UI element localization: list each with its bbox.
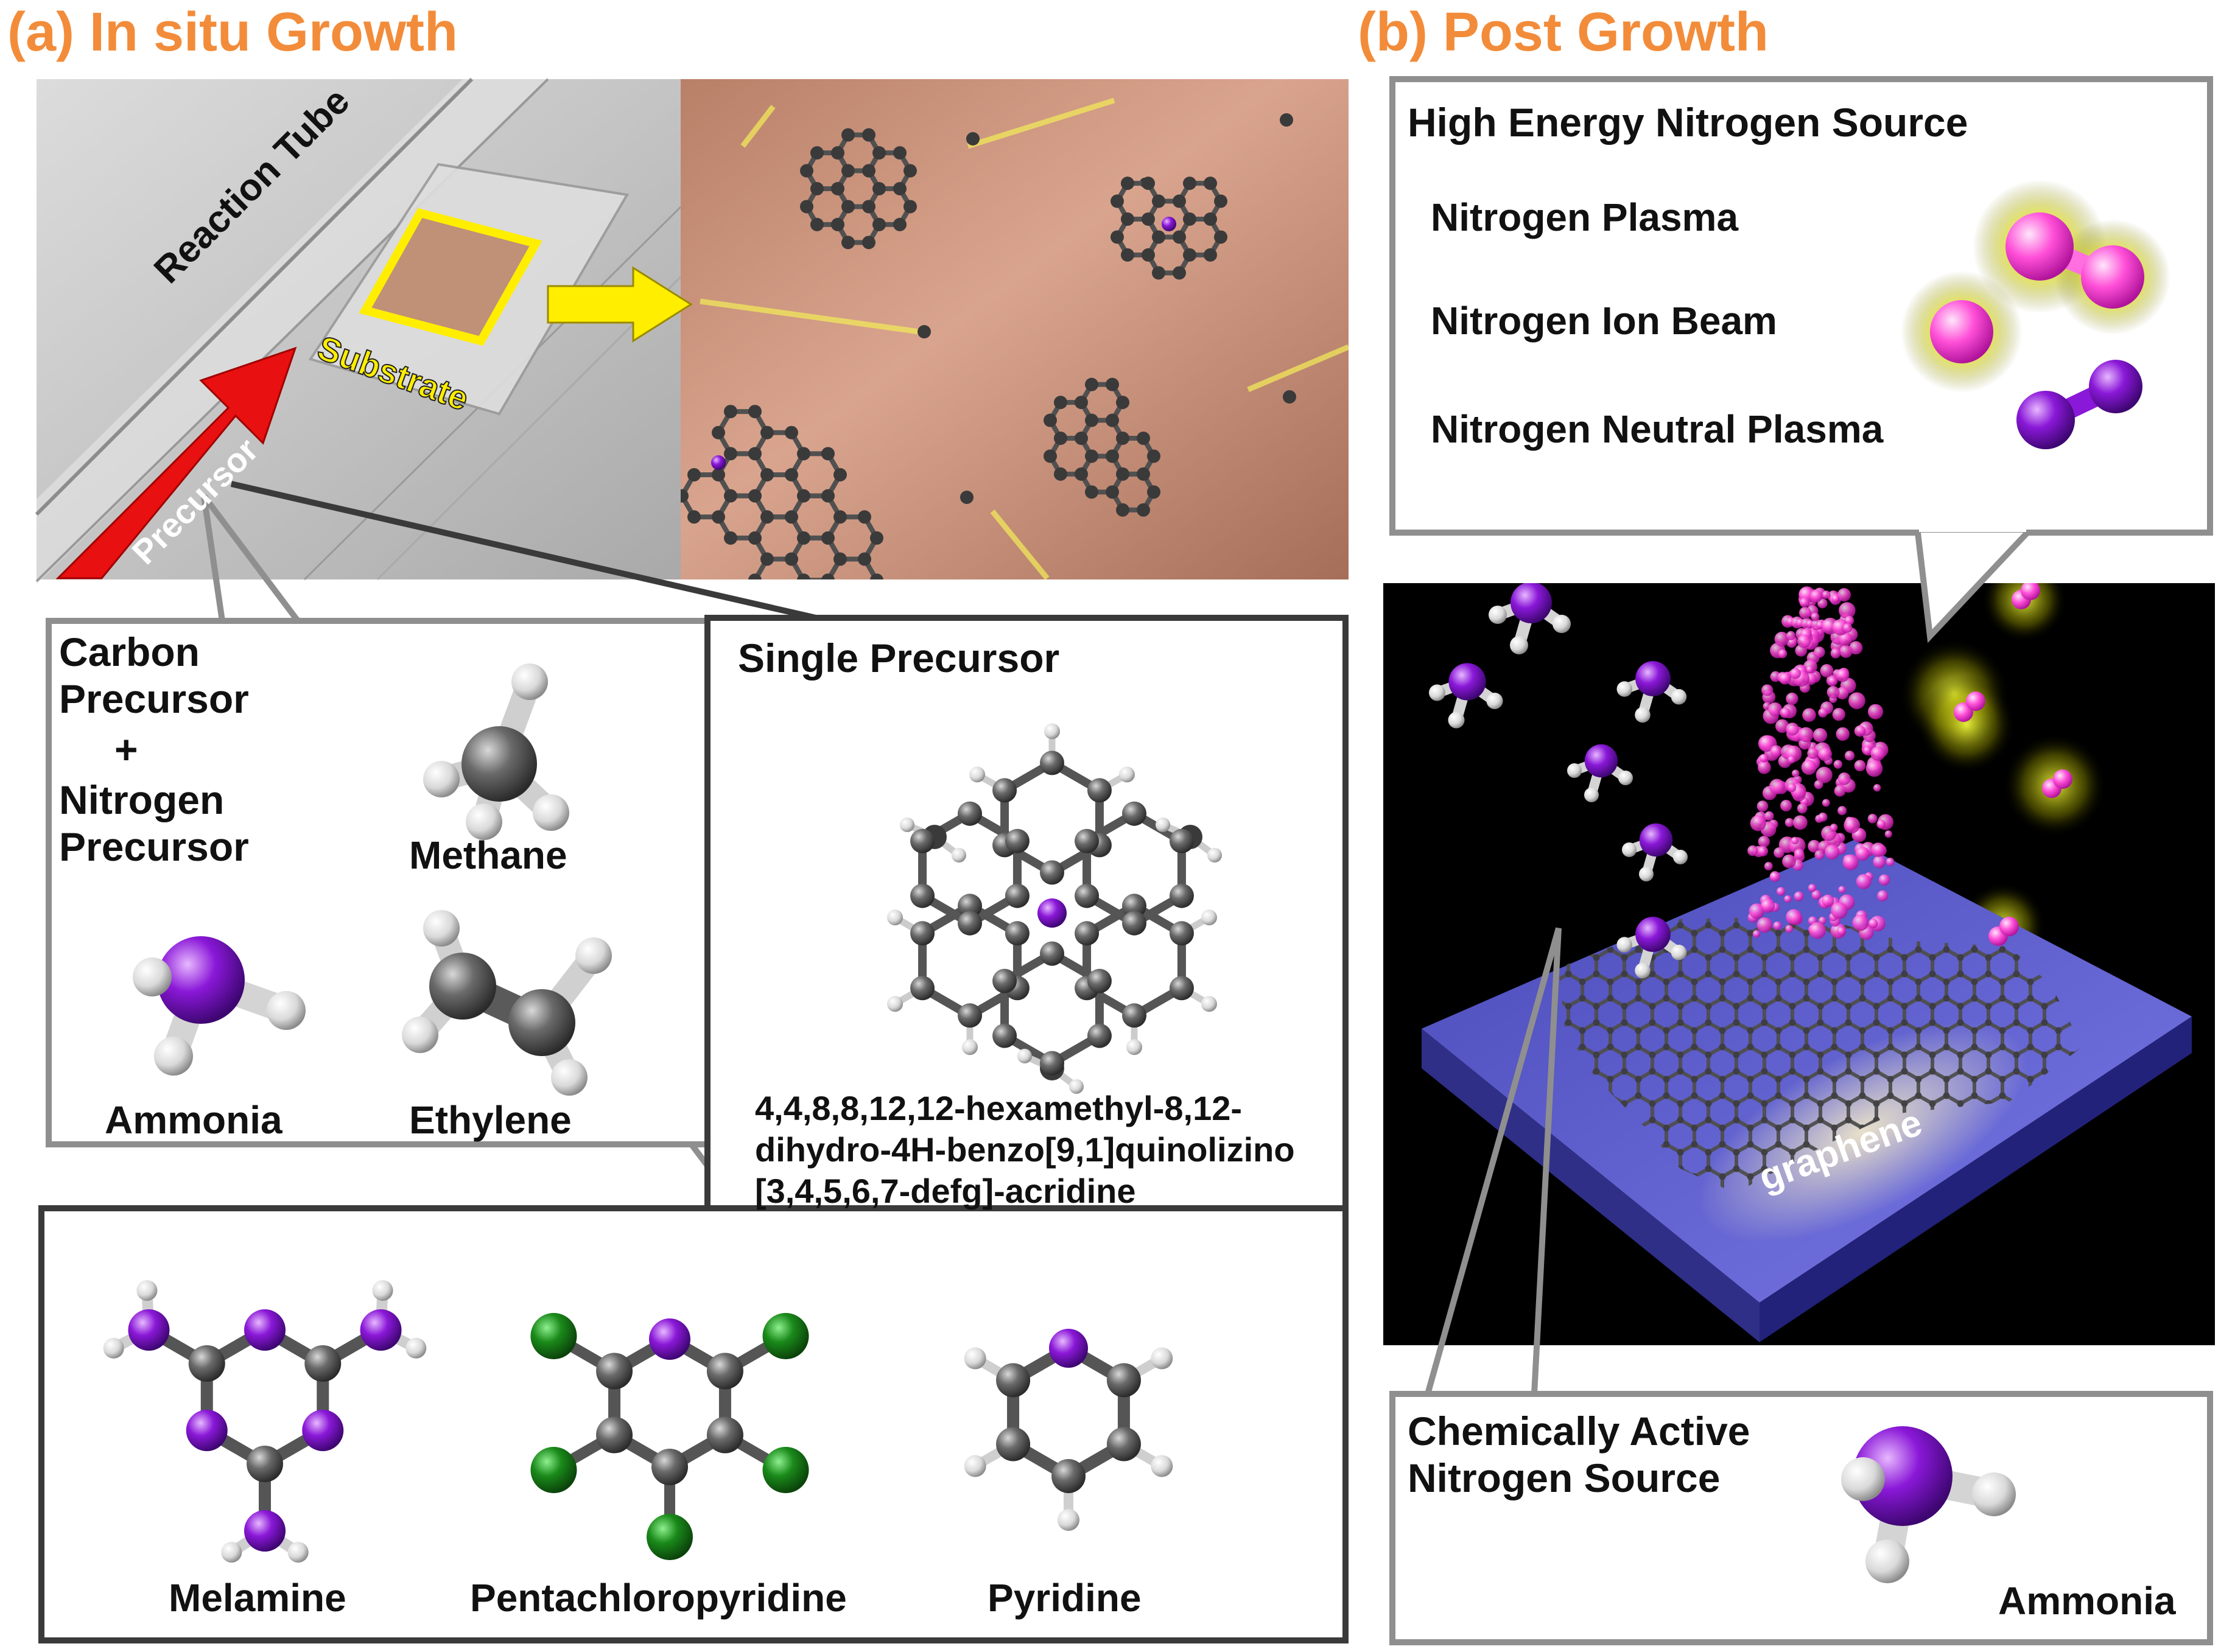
panel-a-title: (a) In situ Growth — [7, 5, 458, 60]
ethylene-label: Ethylene — [409, 1099, 572, 1143]
ammonia-b-label: Ammonia — [1998, 1580, 2176, 1623]
precursor-name-line2: dihydro-4H-benzo[9,1]quinolizino — [755, 1131, 1295, 1169]
panel-b-title: (b) Post Growth — [1358, 5, 1769, 60]
carbon-label: Carbon — [59, 630, 200, 675]
graphene-label: graphene — [1753, 1102, 1928, 1200]
nitrogen-label: Nitrogen — [59, 778, 224, 823]
pyridine-label: Pyridine — [988, 1577, 1142, 1620]
nitrogen-neutral-plasma-label: Nitrogen Neutral Plasma — [1431, 408, 1883, 452]
nitrogen-plasma-label: Nitrogen Plasma — [1431, 196, 1738, 240]
melamine-label: Melamine — [169, 1577, 346, 1620]
methane-label: Methane — [409, 834, 567, 878]
nitrogen-ion-beam-label: Nitrogen Ion Beam — [1431, 299, 1777, 343]
pentachloropyridine-label: Pentachloropyridine — [470, 1577, 847, 1620]
carbon-precursor-label: Precursor — [59, 677, 249, 722]
precursor-name-line1: 4,4,8,8,12,12-hexamethyl-8,12- — [755, 1090, 1242, 1128]
substrate-label: Substrate — [313, 329, 474, 418]
ammonia-label: Ammonia — [105, 1099, 282, 1143]
chemically-active-line1: Chemically Active — [1408, 1409, 1750, 1454]
precursor-label: Precursor — [125, 431, 265, 572]
reaction-tube-label: Reaction Tube — [146, 80, 358, 292]
single-precursor-title: Single Precursor — [738, 636, 1059, 681]
precursor-name-line3: [3,4,5,6,7-defg]-acridine — [755, 1172, 1136, 1211]
plus-sign: + — [114, 727, 138, 772]
high-energy-title: High Energy Nitrogen Source — [1408, 100, 1968, 145]
chemically-active-line2: Nitrogen Source — [1408, 1456, 1720, 1501]
nitrogen-precursor-label: Precursor — [59, 825, 249, 870]
